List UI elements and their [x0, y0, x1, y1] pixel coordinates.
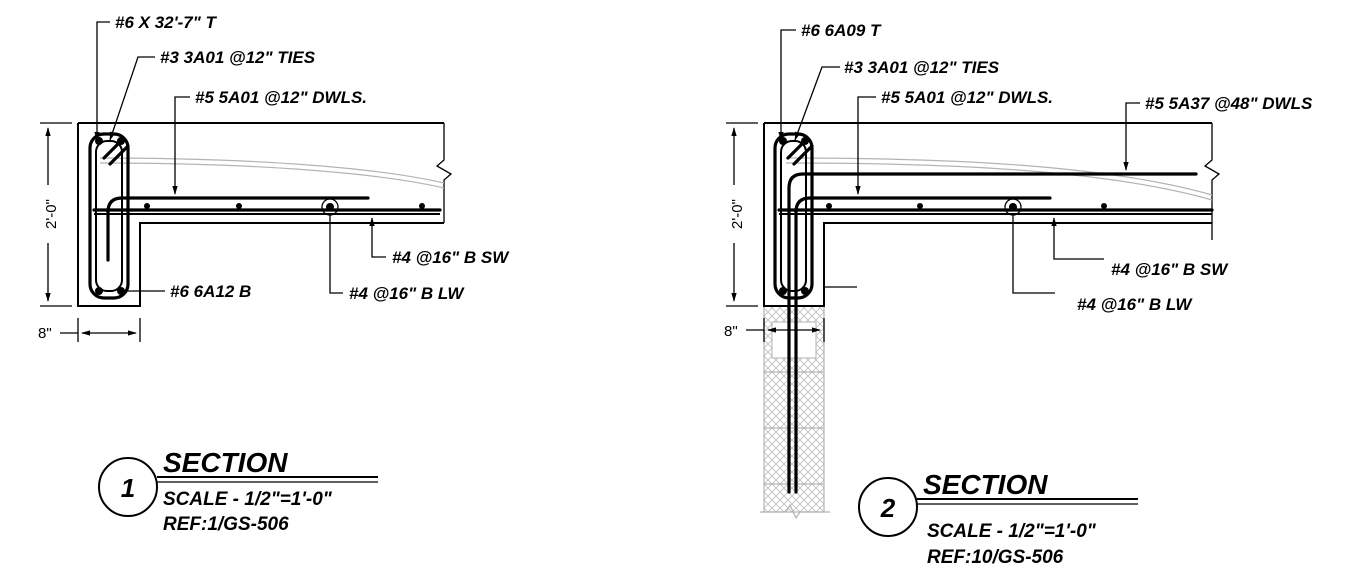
section-1-title-number: 1: [121, 473, 135, 503]
section-1-tie-stirrup: [88, 132, 130, 300]
section-2-rebar-dots: [779, 137, 1107, 295]
section-2-title-number: 2: [880, 493, 896, 523]
section-1-dowels-label: #5 5A01 @12" DWLS.: [195, 88, 367, 107]
section-1-title-bubble: [98, 457, 158, 517]
section-2-title-heading: SECTION: [923, 469, 1048, 500]
section-1-dowel-bar: [106, 196, 370, 262]
section-2-width-dim: 8": [724, 323, 738, 340]
section-1-bottom-sw-label: #4 @16" B SW: [392, 248, 510, 267]
section-2-dowel-48: [787, 172, 1198, 494]
section-2-title-scale: SCALE - 1/2"=1'-0": [927, 521, 1097, 542]
section-1-title-scale: SCALE - 1/2"=1'-0": [163, 489, 333, 510]
section-1-slab-profile: [99, 157, 445, 184]
section-1-ties-label: #3 3A01 @12" TIES: [160, 48, 316, 67]
section-1-title-heading: SECTION: [163, 447, 288, 478]
section-1-height-dim: 2'-0": [43, 199, 60, 229]
section-1: 2'-0" 8" #6 X 32'-7" T #3 3A01 @12" TIES…: [38, 13, 510, 535]
section-1-rebar-dots: [95, 137, 425, 295]
section-1-tie-hook-2: [108, 144, 130, 166]
section-2-top-bar-label: #6 6A09 T: [801, 21, 882, 40]
section-2-slab-profile: [785, 157, 1213, 196]
section-2-slab-profile-2: [785, 162, 1213, 201]
section-2-height-dim: 2'-0": [729, 199, 746, 229]
section-2-tie-stirrup: [773, 132, 814, 300]
section-2: 2'-0" 8" #6 6A09 T #3 3A01 @12" TIES #5 …: [724, 21, 1313, 568]
section-1-width-dim: 8": [38, 325, 52, 342]
section-2-bottom-lw-label: #4 @16" B LW: [1077, 295, 1193, 314]
section-2-title-bubble: [858, 477, 918, 537]
section-2-title-ref: REF:10/GS-506: [927, 547, 1064, 568]
section-2-concrete-outline: [763, 122, 1212, 307]
section-2-dowels-48-label: #5 5A37 @48" DWLS: [1145, 94, 1313, 113]
section-1-title-ref: REF:1/GS-506: [163, 514, 289, 535]
section-2-bottom-sw-label: #4 @16" B SW: [1111, 260, 1229, 279]
section-2-ties-label: #3 3A01 @12" TIES: [844, 58, 1000, 77]
section-1-concrete-outline: [77, 122, 444, 307]
section-1-tie-stirrup-inner: [95, 140, 123, 292]
section-2-dowels-label: #5 5A01 @12" DWLS.: [881, 88, 1053, 107]
section-1-top-bar-label: #6 X 32'-7" T: [115, 13, 218, 32]
section-1-break-line: [435, 123, 453, 223]
section-1-bottom-lw-label: #4 @16" B LW: [349, 284, 465, 303]
section-2-break-line: [1203, 123, 1221, 240]
section-1-bottom-bar-label: #6 6A12 B: [170, 282, 251, 301]
section-2-dowel-12: [794, 196, 1052, 494]
section-1-slab-profile-2: [99, 162, 445, 189]
